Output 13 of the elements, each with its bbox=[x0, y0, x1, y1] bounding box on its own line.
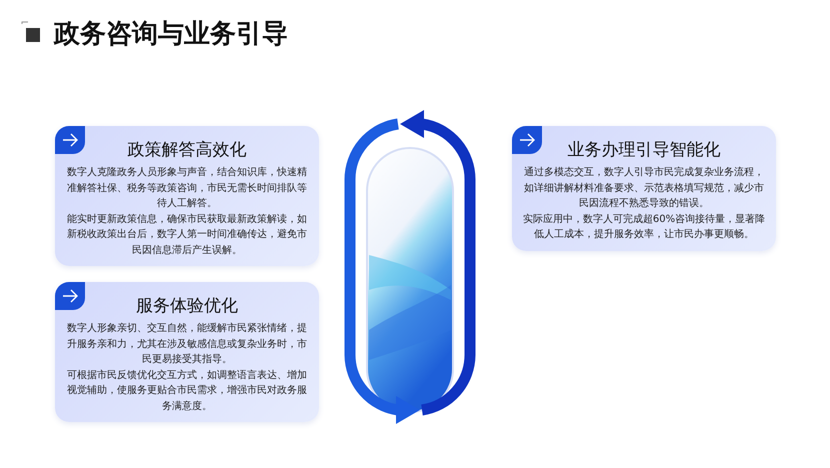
card-heading: 政策解答高效化 bbox=[126, 139, 248, 161]
info-card bbox=[512, 126, 776, 250]
card-paragraph: 能实时更新政策信息，确保市民获取最新政策解读，如新税收政策出台后，数字人第一时间准确传达，避免市民因信息滞后产生误解。 bbox=[66, 212, 308, 258]
card-paragraph: 数字人形象亲切、交互自然，能缓解市民紧张情绪，提升服务亲和力，尤其在涉及敏感信息或复杂业务时，市民更易接受其指导。 bbox=[66, 322, 308, 367]
info-card bbox=[55, 282, 319, 422]
card-paragraph: 数字人克隆政务人员形象与声音，结合知识库，快速精准解答社保、税务等政策咨询，市民无需长时间排队等待人工解答。 bbox=[66, 166, 308, 211]
card-paragraph: 实际应用中，数字人可完成超60%咨询接待量，显著降低人工成本，提升服务效率，让市民办事更顺畅。 bbox=[522, 212, 766, 242]
card-paragraph: 可根据市民反馈优化交互方式，如调整语言表达、增加视觉辅助，使服务更贴合市民需求，增强市民对政务服务满意度。 bbox=[66, 368, 308, 414]
info-card bbox=[55, 126, 319, 266]
card-paragraph: 通过多模态交互，数字人引导市民完成复杂业务流程，如详细讲解材料准备要求、示范表格填写规范，减少市民因流程不熟悉导致的错误。 bbox=[523, 166, 765, 211]
page-title: 政务咨询与业务引导 bbox=[54, 18, 288, 51]
card-heading: 业务办理引导智能化 bbox=[566, 139, 722, 161]
card-heading: 服务体验优化 bbox=[135, 295, 239, 317]
